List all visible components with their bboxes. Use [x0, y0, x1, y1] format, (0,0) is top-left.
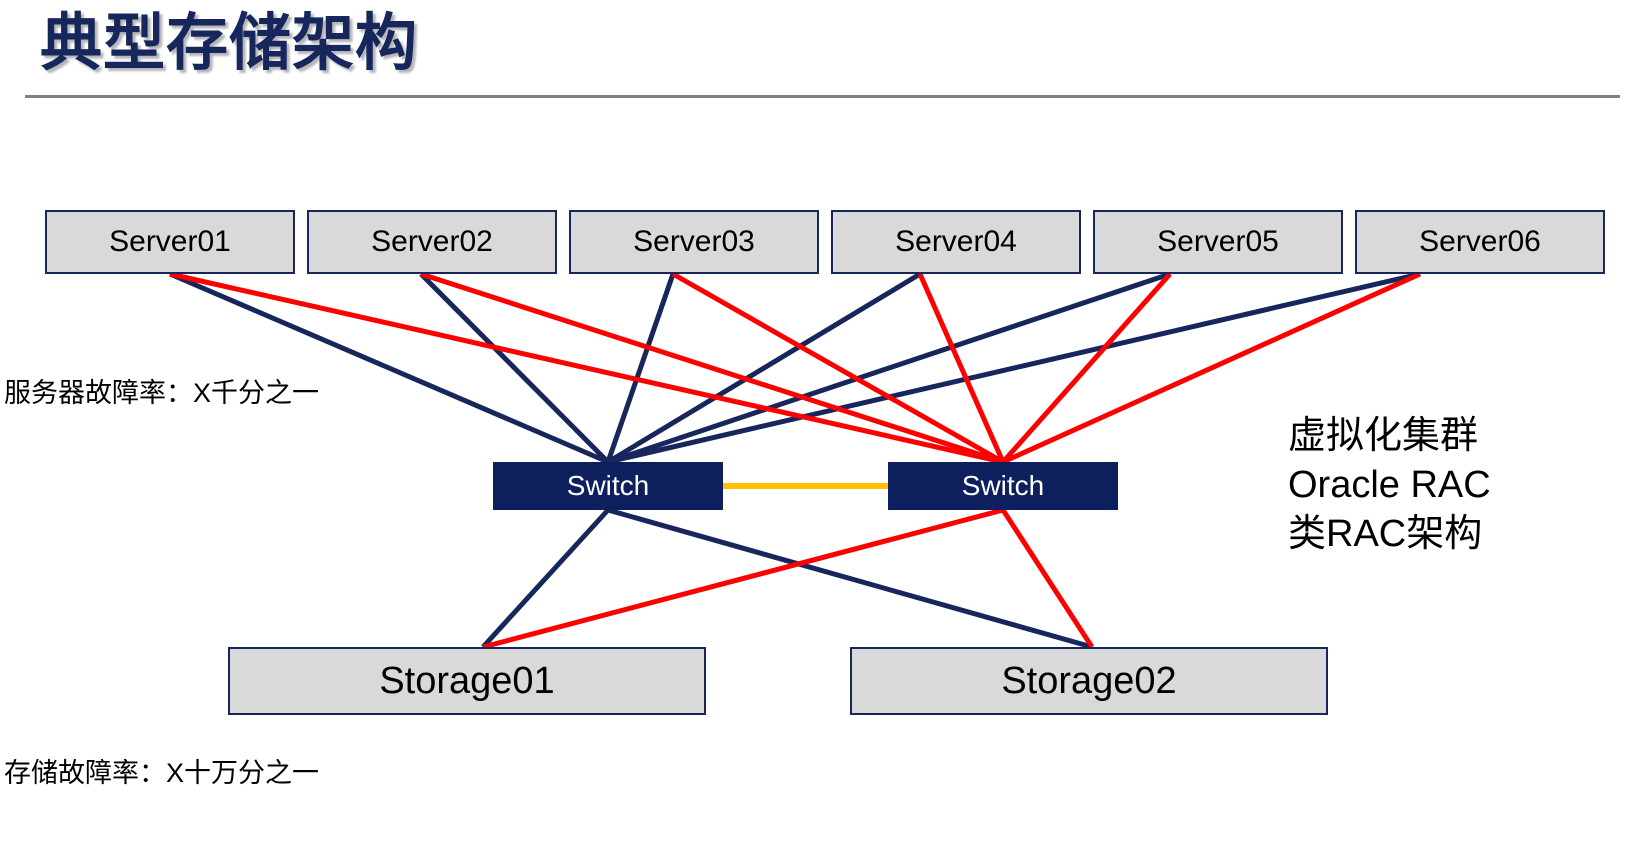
- server-label: Server05: [1157, 225, 1279, 258]
- storage-label: Storage01: [379, 659, 555, 702]
- server-label: Server01: [109, 225, 231, 258]
- cluster-annotation-line-1: 虚拟化集群: [1288, 415, 1479, 457]
- server-node-5[interactable]: Server05: [1093, 210, 1343, 274]
- storage-node-1[interactable]: Storage01: [228, 647, 706, 715]
- server-failure-rate-note: 服务器故障率：X千分之一: [4, 378, 320, 408]
- server-node-2[interactable]: Server02: [307, 210, 557, 274]
- storage-failure-rate-note: 存储故障率：X十万分之一: [4, 758, 320, 788]
- server-label: Server02: [371, 225, 493, 258]
- title-divider: [25, 95, 1620, 98]
- server-node-1[interactable]: Server01: [45, 210, 295, 274]
- server-label: Server06: [1419, 225, 1541, 258]
- server-node-3[interactable]: Server03: [569, 210, 819, 274]
- storage-node-2[interactable]: Storage02: [850, 647, 1328, 715]
- switch-label: Switch: [961, 470, 1045, 501]
- switch-label: Switch: [566, 470, 650, 501]
- switch-node-right[interactable]: Switch: [888, 462, 1118, 510]
- cluster-annotation-line-2: Oracle RAC: [1288, 464, 1491, 506]
- storage-label: Storage02: [1001, 659, 1177, 702]
- cluster-annotation-line-3: 类RAC架构: [1288, 513, 1483, 555]
- cluster-annotation: 虚拟化集群 Oracle RAC 类RAC架构: [1288, 412, 1491, 559]
- server-label: Server03: [633, 225, 755, 258]
- server-node-6[interactable]: Server06: [1355, 210, 1605, 274]
- switch-node-left[interactable]: Switch: [493, 462, 723, 510]
- server-node-4[interactable]: Server04: [831, 210, 1081, 274]
- page-title: 典型存储架构: [40, 9, 419, 78]
- server-label: Server04: [895, 225, 1017, 258]
